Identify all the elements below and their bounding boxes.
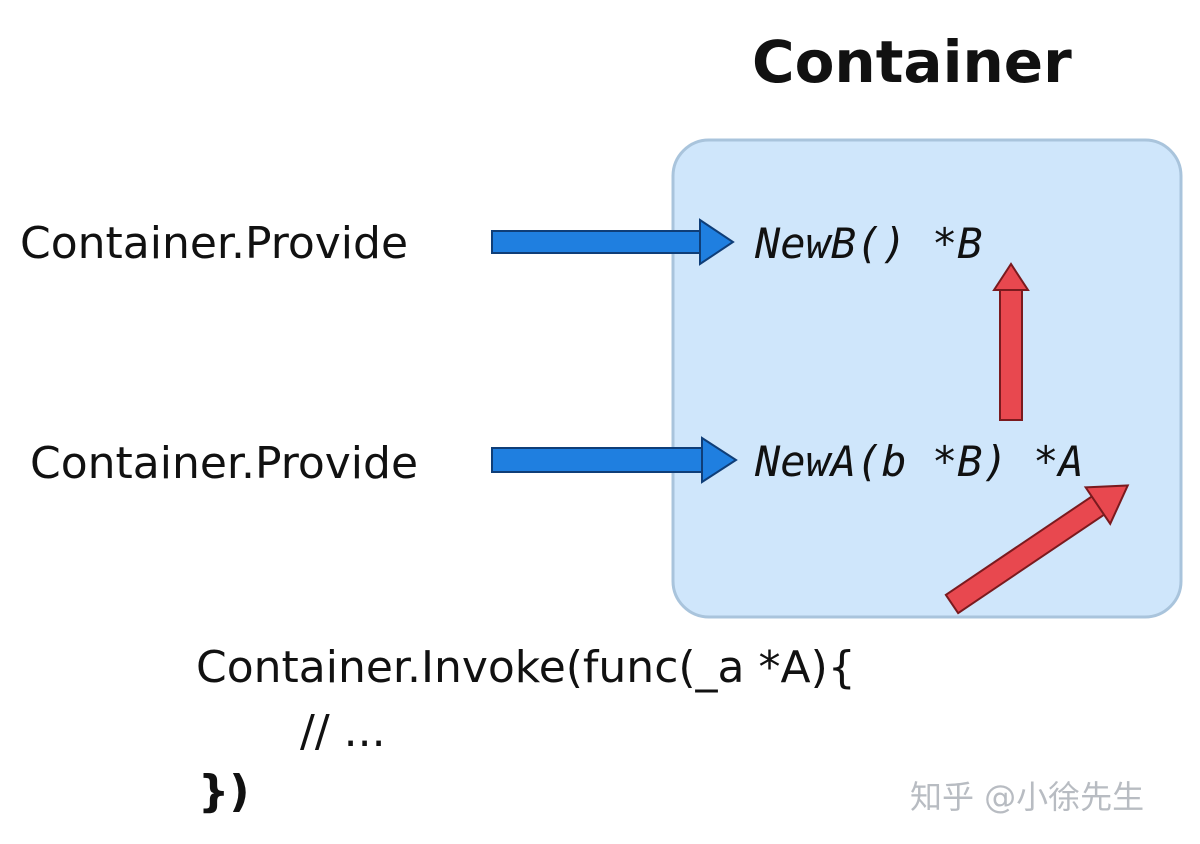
dependency-arrow-invoke-to-a [944,484,1130,615]
constructor-newa: NewA(b *B) *A [754,437,1084,486]
dependency-arrow-a-to-b [992,262,1030,421]
provide-arrow-a [491,436,738,484]
provide-label-a: Container.Provide [30,438,418,489]
invoke-code-line-2: // ... [300,706,386,757]
invoke-code-line-3: }) [198,766,249,817]
provide-label-b: Container.Provide [20,218,408,269]
provide-arrow-b [491,218,735,266]
container-box [671,138,1183,619]
container-title: Container [752,28,1072,96]
watermark: 知乎 @小徐先生 [910,778,1144,816]
invoke-code-line-1: Container.Invoke(func(_a *A){ [196,642,856,693]
constructor-newb: NewB() *B [754,219,983,268]
